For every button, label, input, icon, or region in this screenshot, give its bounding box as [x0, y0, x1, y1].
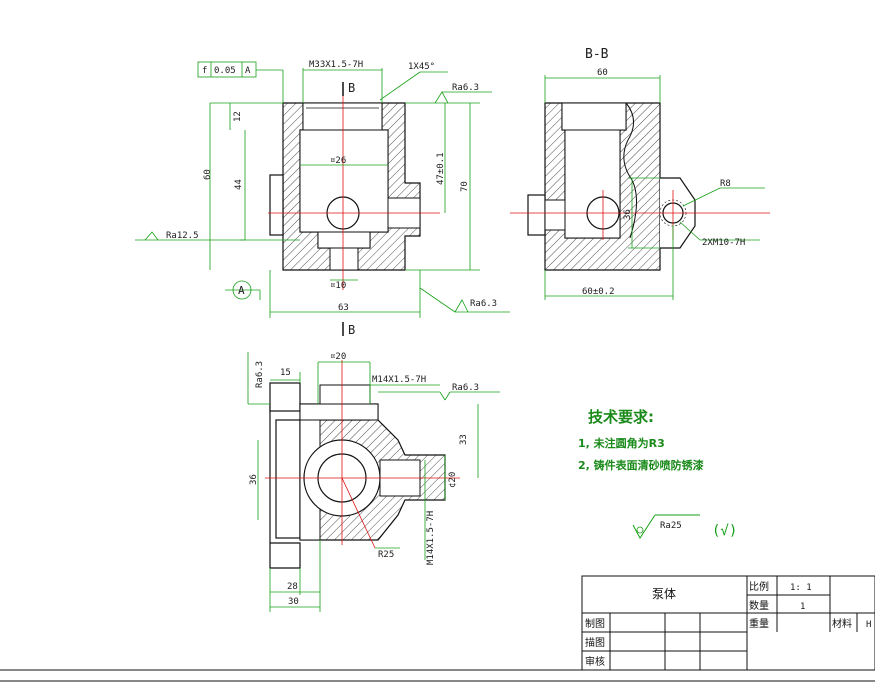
- ra-left-label: Ra12.5: [166, 231, 199, 241]
- front-centerlines: [268, 90, 440, 290]
- top-dim-33: 33: [459, 434, 469, 445]
- top-dim-36: 36: [249, 474, 259, 485]
- top-view: Ra6.3 ¤20 15 M14X1.5-7H Ra6.3 36 33 ¢20 …: [247, 352, 500, 612]
- section-dim-60-bottom: 60±0.2: [582, 287, 615, 297]
- sheet-border: [0, 669, 875, 682]
- front-view: B B f 0.05 A A M33X1.5-7H 1X45° Ra6.3 Ra…: [135, 60, 510, 337]
- datum-circle: [232, 280, 252, 300]
- tech-item-1: 1, 未注圆角为R3: [578, 436, 665, 450]
- title-block: [581, 575, 875, 671]
- section-mark-top: B: [348, 81, 355, 95]
- dim-47: 47±0.1: [436, 152, 446, 185]
- tolerance-value: 0.05: [214, 66, 236, 76]
- top-ra-right: Ra6.3: [452, 383, 479, 393]
- ra-top-label: Ra6.3: [452, 83, 479, 93]
- tb-material-value: H: [866, 620, 871, 630]
- tech-title: 技术要求:: [588, 408, 654, 426]
- tb-drawn-label: 制图: [585, 617, 605, 630]
- top-dim-dia20: ¤20: [330, 352, 346, 362]
- section-mark-bottom: B: [348, 323, 355, 337]
- top-dim-28: 28: [287, 582, 298, 592]
- datum-label: A: [238, 284, 245, 297]
- tolerance-symbol: f: [202, 66, 207, 76]
- tb-material-label: 材料: [832, 617, 852, 630]
- tolerance-frame: [197, 61, 284, 103]
- technical-requirements: 技术要求: 1, 未注圆角为R3 2, 铸件表面清砂喷防锈漆: [578, 408, 704, 472]
- top-ra-left: Ra6.3: [255, 361, 265, 388]
- ra-bottom-label: Ra6.3: [470, 299, 497, 309]
- surface-ra: Ra25: [660, 521, 682, 531]
- front-dimension-lines: [135, 68, 510, 318]
- top-thread-vertical: M14X1.5-7H: [426, 511, 436, 565]
- tech-item-2: 2, 铸件表面清砂喷防锈漆: [578, 458, 704, 472]
- tb-scale-label: 比例: [749, 580, 769, 593]
- surface-paren: (√): [712, 523, 737, 539]
- section-thread-holes: 2XM10-7H: [702, 238, 745, 248]
- section-view: B-B 60 R8 36 60±0.2 2XM10-7H: [510, 47, 770, 300]
- section-dim-36: 36: [623, 209, 633, 220]
- top-dim-15: 15: [280, 368, 291, 378]
- tb-qty-label: 数量: [749, 599, 769, 612]
- top-thread: M14X1.5-7H: [372, 375, 426, 385]
- dim-12: 12: [233, 111, 243, 122]
- section-dim-60: 60: [597, 68, 608, 78]
- dim-dia26: ¤26: [330, 156, 346, 166]
- section-title: B-B: [585, 47, 609, 62]
- thread-top-label: M33X1.5-7H: [309, 60, 363, 70]
- dim-60: 60: [203, 169, 213, 180]
- top-dim-30: 30: [288, 597, 299, 607]
- tb-scale-value: 1: 1: [790, 583, 812, 593]
- top-dim-r25: R25: [378, 550, 394, 560]
- chamfer-label: 1X45°: [408, 62, 435, 72]
- tb-part-name: 泵体: [652, 587, 676, 601]
- tb-traced-label: 描图: [585, 636, 605, 649]
- top-dim-dia20b: ¢20: [448, 472, 458, 488]
- tb-checked-label: 审核: [585, 655, 605, 668]
- surface-symbol: Ra25 (√): [632, 514, 737, 539]
- tb-weight-label: 重量: [749, 617, 769, 630]
- dim-70: 70: [460, 181, 470, 192]
- dim-dia10: ¤10: [330, 281, 346, 291]
- tolerance-datum: A: [245, 66, 251, 76]
- front-view-section: [269, 102, 421, 271]
- dim-44: 44: [234, 179, 244, 190]
- dim-63: 63: [338, 303, 349, 313]
- section-dim-r8: R8: [720, 179, 731, 189]
- tb-qty-value: 1: [800, 602, 805, 612]
